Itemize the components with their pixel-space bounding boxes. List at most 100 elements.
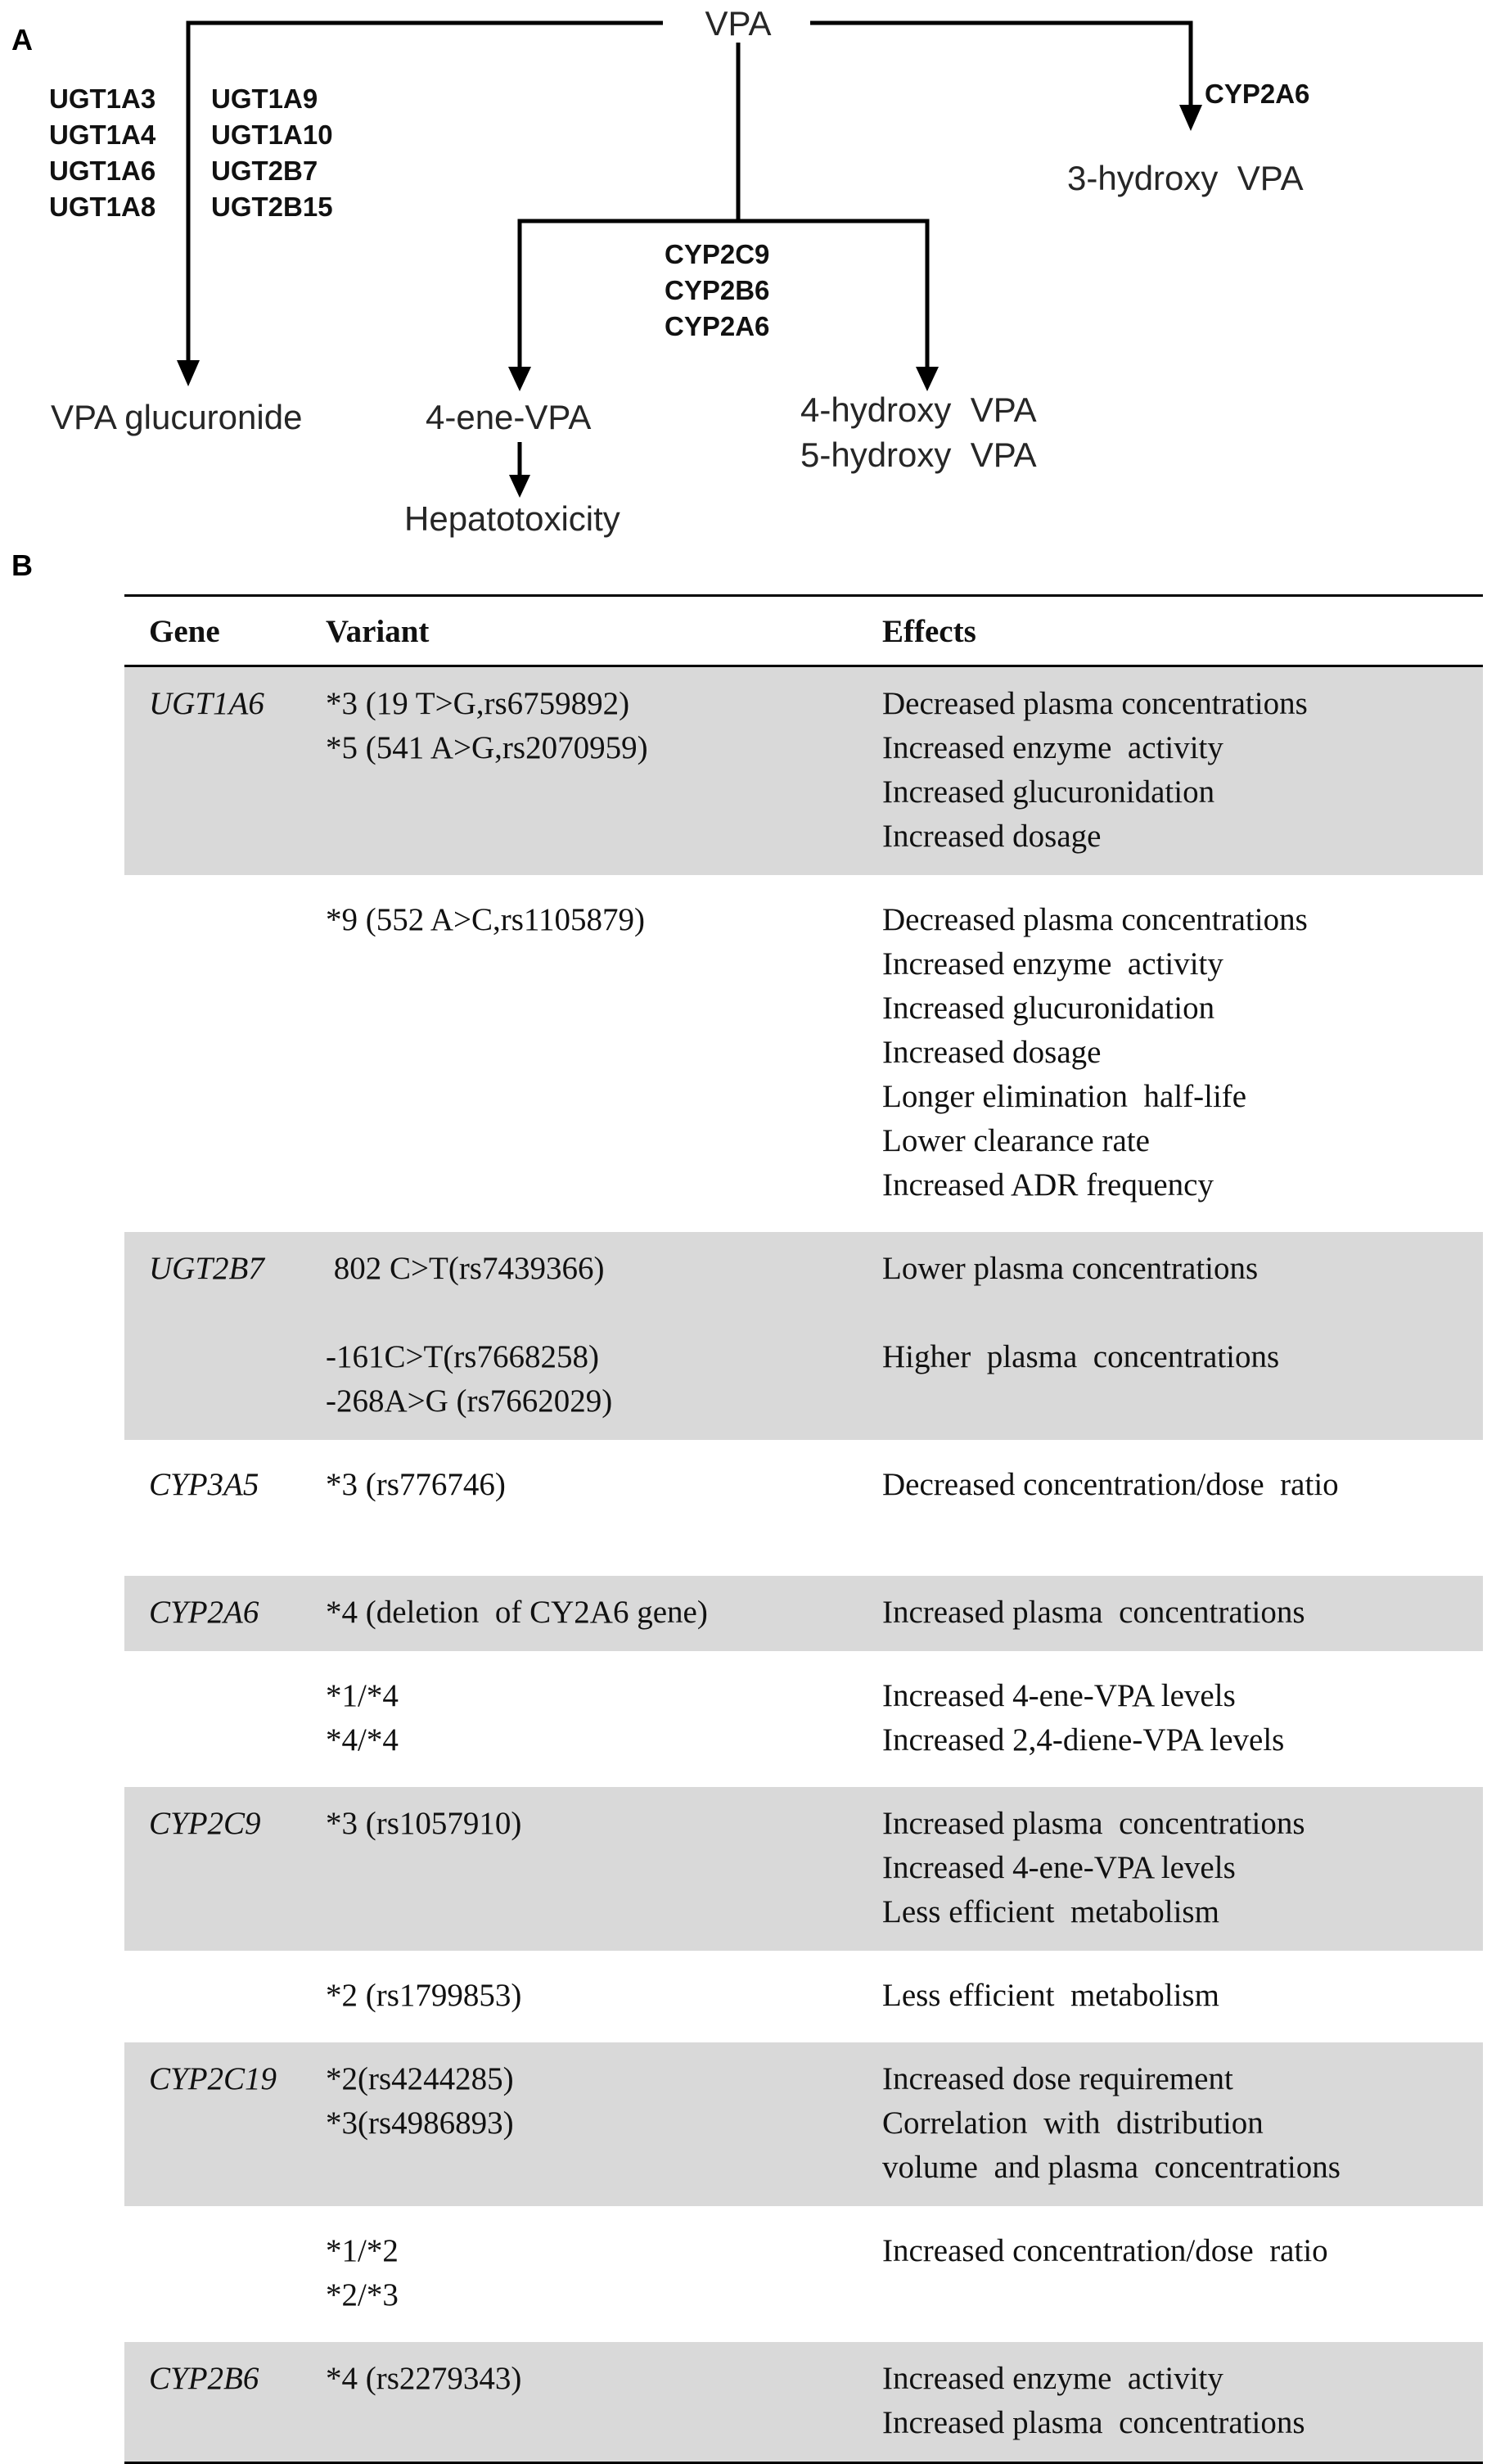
enzyme-label: UGT1A8	[49, 192, 155, 222]
gene-cell	[124, 1959, 326, 2034]
gene-cell	[124, 883, 326, 1224]
effect-line: Increased plasma concentrations	[882, 1806, 1305, 1841]
connector-to-hydroxy-vpa	[738, 219, 930, 367]
connector-vpa-to-3-hydroxy	[810, 20, 1193, 105]
panel-a-label: A	[11, 23, 33, 56]
table-body: UGT1A6*3 (19 T>G,rs6759892)*5 (541 A>G,r…	[124, 666, 1483, 2464]
effect-line: Less efficient metabolism	[882, 1978, 1219, 2013]
effect-line: Increased plasma concentrations	[882, 1595, 1305, 1630]
arrowhead-hydroxy-vpa	[916, 367, 939, 391]
enzyme-label: UGT1A10	[211, 120, 333, 150]
enzyme-label-cyp2a6-right: CYP2A6	[1205, 79, 1309, 109]
effects-cell: Increased plasma concentrations	[882, 1576, 1483, 1651]
blank-line	[326, 1291, 882, 1335]
node-3-hydroxy-vpa: 3-hydroxy VPA	[1067, 159, 1304, 197]
effect-line: Increased enzyme activity	[882, 946, 1223, 982]
effect-line: Increased 4-ene-VPA levels	[882, 1678, 1236, 1713]
blank-line	[882, 1507, 1483, 1551]
table-row: *9 (552 A>C,rs1105879)Decreased plasma c…	[124, 883, 1483, 1224]
variant-line: *2(rs4244285)	[326, 2061, 514, 2096]
effect-line: Increased enzyme activity	[882, 2361, 1223, 2396]
gene-name: CYP2B6	[149, 2361, 259, 2396]
effect-line: Increased 4-ene-VPA levels	[882, 1850, 1236, 1885]
variant-line: *3 (19 T>G,rs6759892)	[326, 686, 630, 721]
table-row: CYP3A5 *3 (rs776746)Decreased concentrati…	[124, 1448, 1483, 1568]
variant-cell: *3 (rs776746)	[326, 1448, 882, 1568]
node-hepatotoxicity: Hepatotoxicity	[404, 499, 620, 538]
variant-line: *1/*2	[326, 2233, 399, 2268]
row-separator	[124, 875, 1483, 883]
ugt-enzyme-list-col1: UGT1A3 UGT1A4 UGT1A6 UGT1A8	[49, 83, 156, 222]
header-effects: Effects	[882, 594, 1483, 667]
effect-line: Increased dosage	[882, 1035, 1102, 1070]
variant-cell: *1/*2*2/*3	[326, 2214, 882, 2334]
effect-line: Higher plasma concentrations	[882, 1339, 1280, 1374]
connector-vpa-to-glucuronide	[186, 20, 663, 360]
enzyme-label: CYP2B6	[665, 275, 769, 305]
gene-cell: CYP2B6	[124, 2342, 326, 2464]
enzyme-label: UGT1A3	[49, 83, 155, 114]
effect-line: Less efficient metabolism	[882, 1894, 1219, 1929]
gene-name: CYP2C9	[149, 1806, 261, 1841]
effect-line: Increased dosage	[882, 819, 1102, 854]
effects-cell: Less efficient metabolism	[882, 1959, 1483, 2034]
enzyme-label: UGT1A9	[211, 83, 318, 114]
variant-cell: *2(rs4244285) *3(rs4986893)	[326, 2042, 882, 2206]
effect-line: Lower clearance rate	[882, 1123, 1150, 1158]
effects-cell: Increased concentration/dose ratio	[882, 2214, 1483, 2334]
effect-line: Increased plasma concentrations	[882, 2405, 1305, 2440]
header-gene: Gene	[124, 594, 326, 667]
table-row: UGT2B7 802 C>T(rs7439366) -161C>T(rs76682…	[124, 1232, 1483, 1440]
variant-line: *9 (552 A>C,rs1105879)	[326, 902, 645, 937]
table-row: UGT1A6*3 (19 T>G,rs6759892)*5 (541 A>G,r…	[124, 666, 1483, 875]
vpa-pathway-diagram: VPA VPA glucuronide 4-ene-VPA Hepatotoxi…	[49, 4, 1309, 538]
variant-cell: *1/*4*4/*4	[326, 1659, 882, 1779]
variant-line: *4/*4	[326, 1722, 399, 1758]
gene-cell: UGT2B7	[124, 1232, 326, 1440]
variant-line: -268A>G (rs7662029)	[326, 1383, 613, 1419]
enzyme-label: UGT1A6	[49, 156, 155, 186]
variant-cell: *3 (rs1057910)	[326, 1787, 882, 1951]
variant-line: -161C>T(rs7668258)	[326, 1339, 599, 1374]
gene-cell	[124, 2214, 326, 2334]
variant-line: 802 C>T(rs7439366)	[326, 1251, 605, 1286]
arrowhead-3-hydroxy	[1179, 105, 1202, 131]
header-variant: Variant	[326, 594, 882, 667]
blank-line	[326, 1507, 882, 1551]
connector-to-4-ene-vpa	[517, 219, 738, 367]
variant-cell: 802 C>T(rs7439366) -161C>T(rs7668258) -268…	[326, 1232, 882, 1440]
node-4-hydroxy-vpa: 4-hydroxy VPA	[800, 390, 1037, 429]
cyp-branch-enzyme-list: CYP2C9 CYP2B6 CYP2A6	[665, 239, 769, 341]
row-separator	[124, 1651, 1483, 1659]
variant-cell: *3 (19 T>G,rs6759892)*5 (541 A>G,rs20709…	[326, 666, 882, 875]
ugt-enzyme-list-col2: UGT1A9 UGT1A10 UGT2B7 UGT2B15	[211, 83, 333, 222]
row-separator	[124, 1224, 1483, 1232]
effect-line: Increased glucuronidation	[882, 991, 1215, 1026]
variant-line: *4 (deletion of CY2A6 gene)	[326, 1595, 708, 1630]
variant-cell: *4 (deletion of CY2A6 gene)	[326, 1576, 882, 1651]
row-separator	[124, 1779, 1483, 1787]
variant-line: *3(rs4986893)	[326, 2105, 514, 2141]
node-4-ene-vpa: 4-ene-VPA	[426, 398, 591, 436]
variant-line: *2 (rs1799853)	[326, 1978, 522, 2013]
gene-cell: UGT1A6	[124, 666, 326, 875]
gene-cell: CYP2A6	[124, 1576, 326, 1651]
row-separator	[124, 2206, 1483, 2214]
enzyme-label: UGT2B7	[211, 156, 318, 186]
effect-line: Decreased concentration/dose ratio	[882, 1467, 1339, 1502]
effect-line: Increased enzyme activity	[882, 730, 1223, 765]
variant-cell: *4 (rs2279343)	[326, 2342, 882, 2464]
variant-cell: *2 (rs1799853)	[326, 1959, 882, 2034]
row-separator	[124, 2334, 1483, 2342]
effect-line: Decreased plasma concentrations	[882, 686, 1308, 721]
enzyme-label: CYP2A6	[665, 311, 769, 341]
arrowhead-glucuronide	[177, 360, 200, 386]
gene-name: CYP3A5	[149, 1467, 259, 1502]
effect-line: Lower plasma concentrations	[882, 1251, 1259, 1286]
